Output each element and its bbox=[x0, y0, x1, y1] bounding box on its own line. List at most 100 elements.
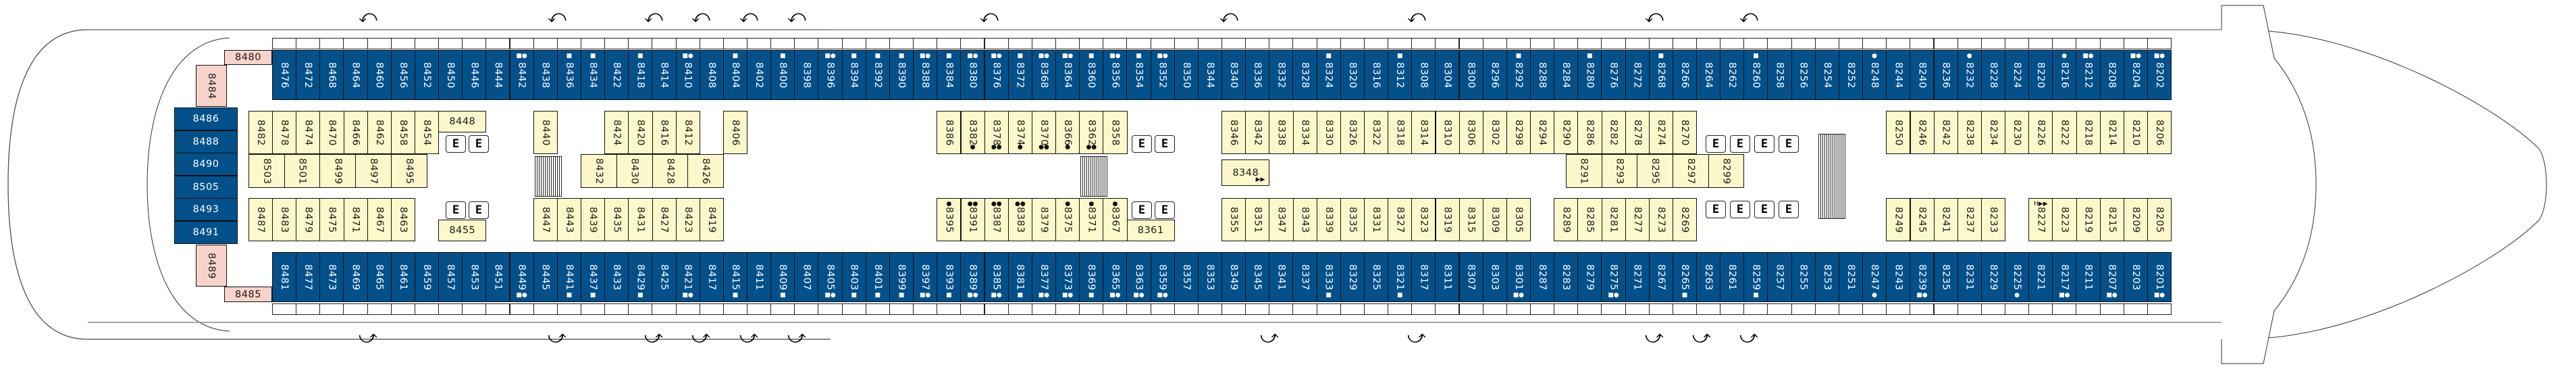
cabin[interactable]: 8344 bbox=[1197, 50, 1222, 100]
cabin[interactable]: 8331 bbox=[1364, 198, 1389, 241]
cabin[interactable]: 8265■ bbox=[1672, 252, 1697, 302]
cabin[interactable]: 8345 bbox=[1245, 252, 1270, 302]
cabin[interactable]: 8505 bbox=[174, 175, 238, 199]
cabin[interactable]: 8277 bbox=[1625, 198, 1650, 241]
cabin[interactable]: 8392■ bbox=[865, 50, 890, 100]
cabin[interactable]: 8359■● bbox=[1150, 252, 1175, 302]
cabin[interactable]: 8493 bbox=[174, 198, 238, 221]
cabin[interactable]: 8308 bbox=[1411, 50, 1436, 100]
cabin[interactable]: 8352■● bbox=[1150, 50, 1175, 100]
cabin[interactable]: 8306 bbox=[1458, 111, 1483, 154]
cabin[interactable]: 8360■ bbox=[1079, 50, 1104, 100]
cabin[interactable]: 8439 bbox=[581, 198, 606, 241]
cabin[interactable]: 8490 bbox=[174, 153, 238, 176]
cabin[interactable]: 8482 bbox=[248, 111, 273, 154]
cabin[interactable]: 8407 bbox=[794, 252, 819, 302]
cabin[interactable]: 8385■● bbox=[984, 252, 1009, 302]
cabin[interactable]: 8325 bbox=[1363, 252, 1389, 302]
cabin[interactable]: 8225● bbox=[2004, 252, 2030, 302]
cabin[interactable]: 8394■ bbox=[841, 50, 866, 100]
cabin[interactable]: 8281 bbox=[1601, 198, 1626, 241]
cabin[interactable]: 8396■● bbox=[818, 50, 843, 100]
cabin[interactable]: 8201■● bbox=[2147, 252, 2172, 302]
cabin[interactable]: 8356■● bbox=[1103, 50, 1128, 100]
cabin[interactable]: 8381■ bbox=[1007, 252, 1032, 302]
cabin[interactable]: 8409■ bbox=[770, 252, 795, 302]
cabin[interactable]: 8458 bbox=[390, 111, 416, 154]
cabin[interactable]: 8292■ bbox=[1506, 50, 1531, 100]
cabin[interactable]: 8216● bbox=[2052, 50, 2077, 100]
cabin[interactable]: 8433 bbox=[604, 252, 629, 302]
cabin[interactable]: 8441■ bbox=[556, 252, 581, 302]
cabin[interactable]: 8379 bbox=[1031, 198, 1057, 241]
cabin[interactable]: 8447 bbox=[533, 198, 558, 241]
cabin[interactable]: 8461 bbox=[390, 252, 415, 302]
cabin[interactable]: 8269 bbox=[1673, 198, 1698, 241]
cabin[interactable]: 8249 bbox=[1886, 198, 1911, 241]
cabin[interactable]: 8501 bbox=[284, 154, 321, 188]
cabin[interactable]: 8332 bbox=[1269, 50, 1294, 100]
cabin[interactable]: 8366● bbox=[1055, 111, 1080, 154]
cabin[interactable]: 8223 bbox=[2052, 198, 2077, 241]
cabin[interactable]: 8358 bbox=[1103, 111, 1128, 154]
cabin[interactable]: 8451 bbox=[485, 252, 510, 302]
cabin[interactable]: 8338 bbox=[1269, 111, 1294, 154]
cabin[interactable]: 8309 bbox=[1482, 198, 1507, 241]
cabin[interactable]: 8414 bbox=[652, 50, 677, 100]
cabin[interactable]: 8402 bbox=[747, 50, 772, 100]
cabin[interactable]: 8336 bbox=[1245, 50, 1270, 100]
cabin[interactable]: 8459 bbox=[414, 252, 440, 302]
cabin[interactable]: 8489 bbox=[196, 245, 227, 287]
cabin[interactable]: 8257 bbox=[1767, 252, 1792, 302]
cabin[interactable]: 8437■ bbox=[580, 252, 606, 302]
cabin[interactable]: 8220 bbox=[2028, 50, 2053, 100]
cabin[interactable]: 8418■ bbox=[628, 50, 653, 100]
cabin[interactable]: 8267 bbox=[1648, 252, 1673, 302]
cabin[interactable]: 8456 bbox=[390, 50, 415, 100]
cabin[interactable]: 8354■ bbox=[1126, 50, 1151, 100]
cabin[interactable]: 8224 bbox=[2004, 50, 2030, 100]
cabin[interactable]: 8275■● bbox=[1601, 252, 1626, 302]
cabin[interactable]: 8217■● bbox=[2052, 252, 2077, 302]
cabin[interactable]: 8460 bbox=[367, 50, 392, 100]
cabin[interactable]: 8486 bbox=[174, 107, 238, 130]
cabin[interactable]: 8365■● bbox=[1103, 252, 1128, 302]
cabin[interactable]: 8279 bbox=[1577, 252, 1602, 302]
cabin[interactable]: 8473 bbox=[319, 252, 344, 302]
cabin[interactable]: 8285 bbox=[1577, 198, 1602, 241]
cabin[interactable]: 8412 bbox=[675, 111, 700, 154]
cabin[interactable]: 8302 bbox=[1482, 111, 1507, 154]
cabin[interactable]: 8415■ bbox=[722, 252, 747, 302]
cabin[interactable]: 8353 bbox=[1197, 252, 1222, 302]
cabin[interactable]: 8389■● bbox=[960, 252, 985, 302]
cabin[interactable]: 8324■ bbox=[1316, 50, 1341, 100]
cabin[interactable]: 8204■● bbox=[2123, 50, 2148, 100]
cabin[interactable]: 8214 bbox=[2099, 111, 2124, 154]
cabin[interactable]: 8420 bbox=[628, 111, 653, 154]
cabin[interactable]: 8484 bbox=[196, 65, 227, 107]
cabin[interactable]: 8422 bbox=[604, 50, 629, 100]
cabin[interactable]: 8374● bbox=[1007, 111, 1032, 154]
cabin[interactable]: 8246 bbox=[1910, 111, 1935, 154]
cabin[interactable]: 8370●● bbox=[1031, 111, 1057, 154]
cabin[interactable]: 8408 bbox=[699, 50, 724, 100]
cabin[interactable]: 8229 bbox=[1980, 252, 2005, 302]
cabin[interactable]: 8472 bbox=[296, 50, 321, 100]
cabin[interactable]: 8261 bbox=[1720, 252, 1745, 302]
cabin[interactable]: 8340 bbox=[1221, 50, 1246, 100]
cabin[interactable]: 8254 bbox=[1814, 50, 1839, 100]
cabin[interactable]: 8301■● bbox=[1506, 252, 1531, 302]
cabin[interactable]: 8329 bbox=[1340, 252, 1365, 302]
cabin[interactable]: 8419 bbox=[699, 198, 724, 241]
cabin[interactable]: 8276 bbox=[1601, 50, 1626, 100]
cabin[interactable]: 8471 bbox=[343, 198, 368, 241]
cabin[interactable]: 8322 bbox=[1364, 111, 1389, 154]
cabin[interactable]: 8480 bbox=[224, 50, 272, 65]
cabin[interactable]: 8440 bbox=[533, 111, 558, 154]
cabin[interactable]: 8283 bbox=[1554, 252, 1579, 302]
cabin[interactable]: 8264 bbox=[1696, 50, 1721, 100]
cabin[interactable]: 8289 bbox=[1554, 198, 1579, 241]
cabin[interactable]: 8349 bbox=[1221, 252, 1246, 302]
cabin[interactable]: 8348▶▶ bbox=[1221, 159, 1270, 186]
